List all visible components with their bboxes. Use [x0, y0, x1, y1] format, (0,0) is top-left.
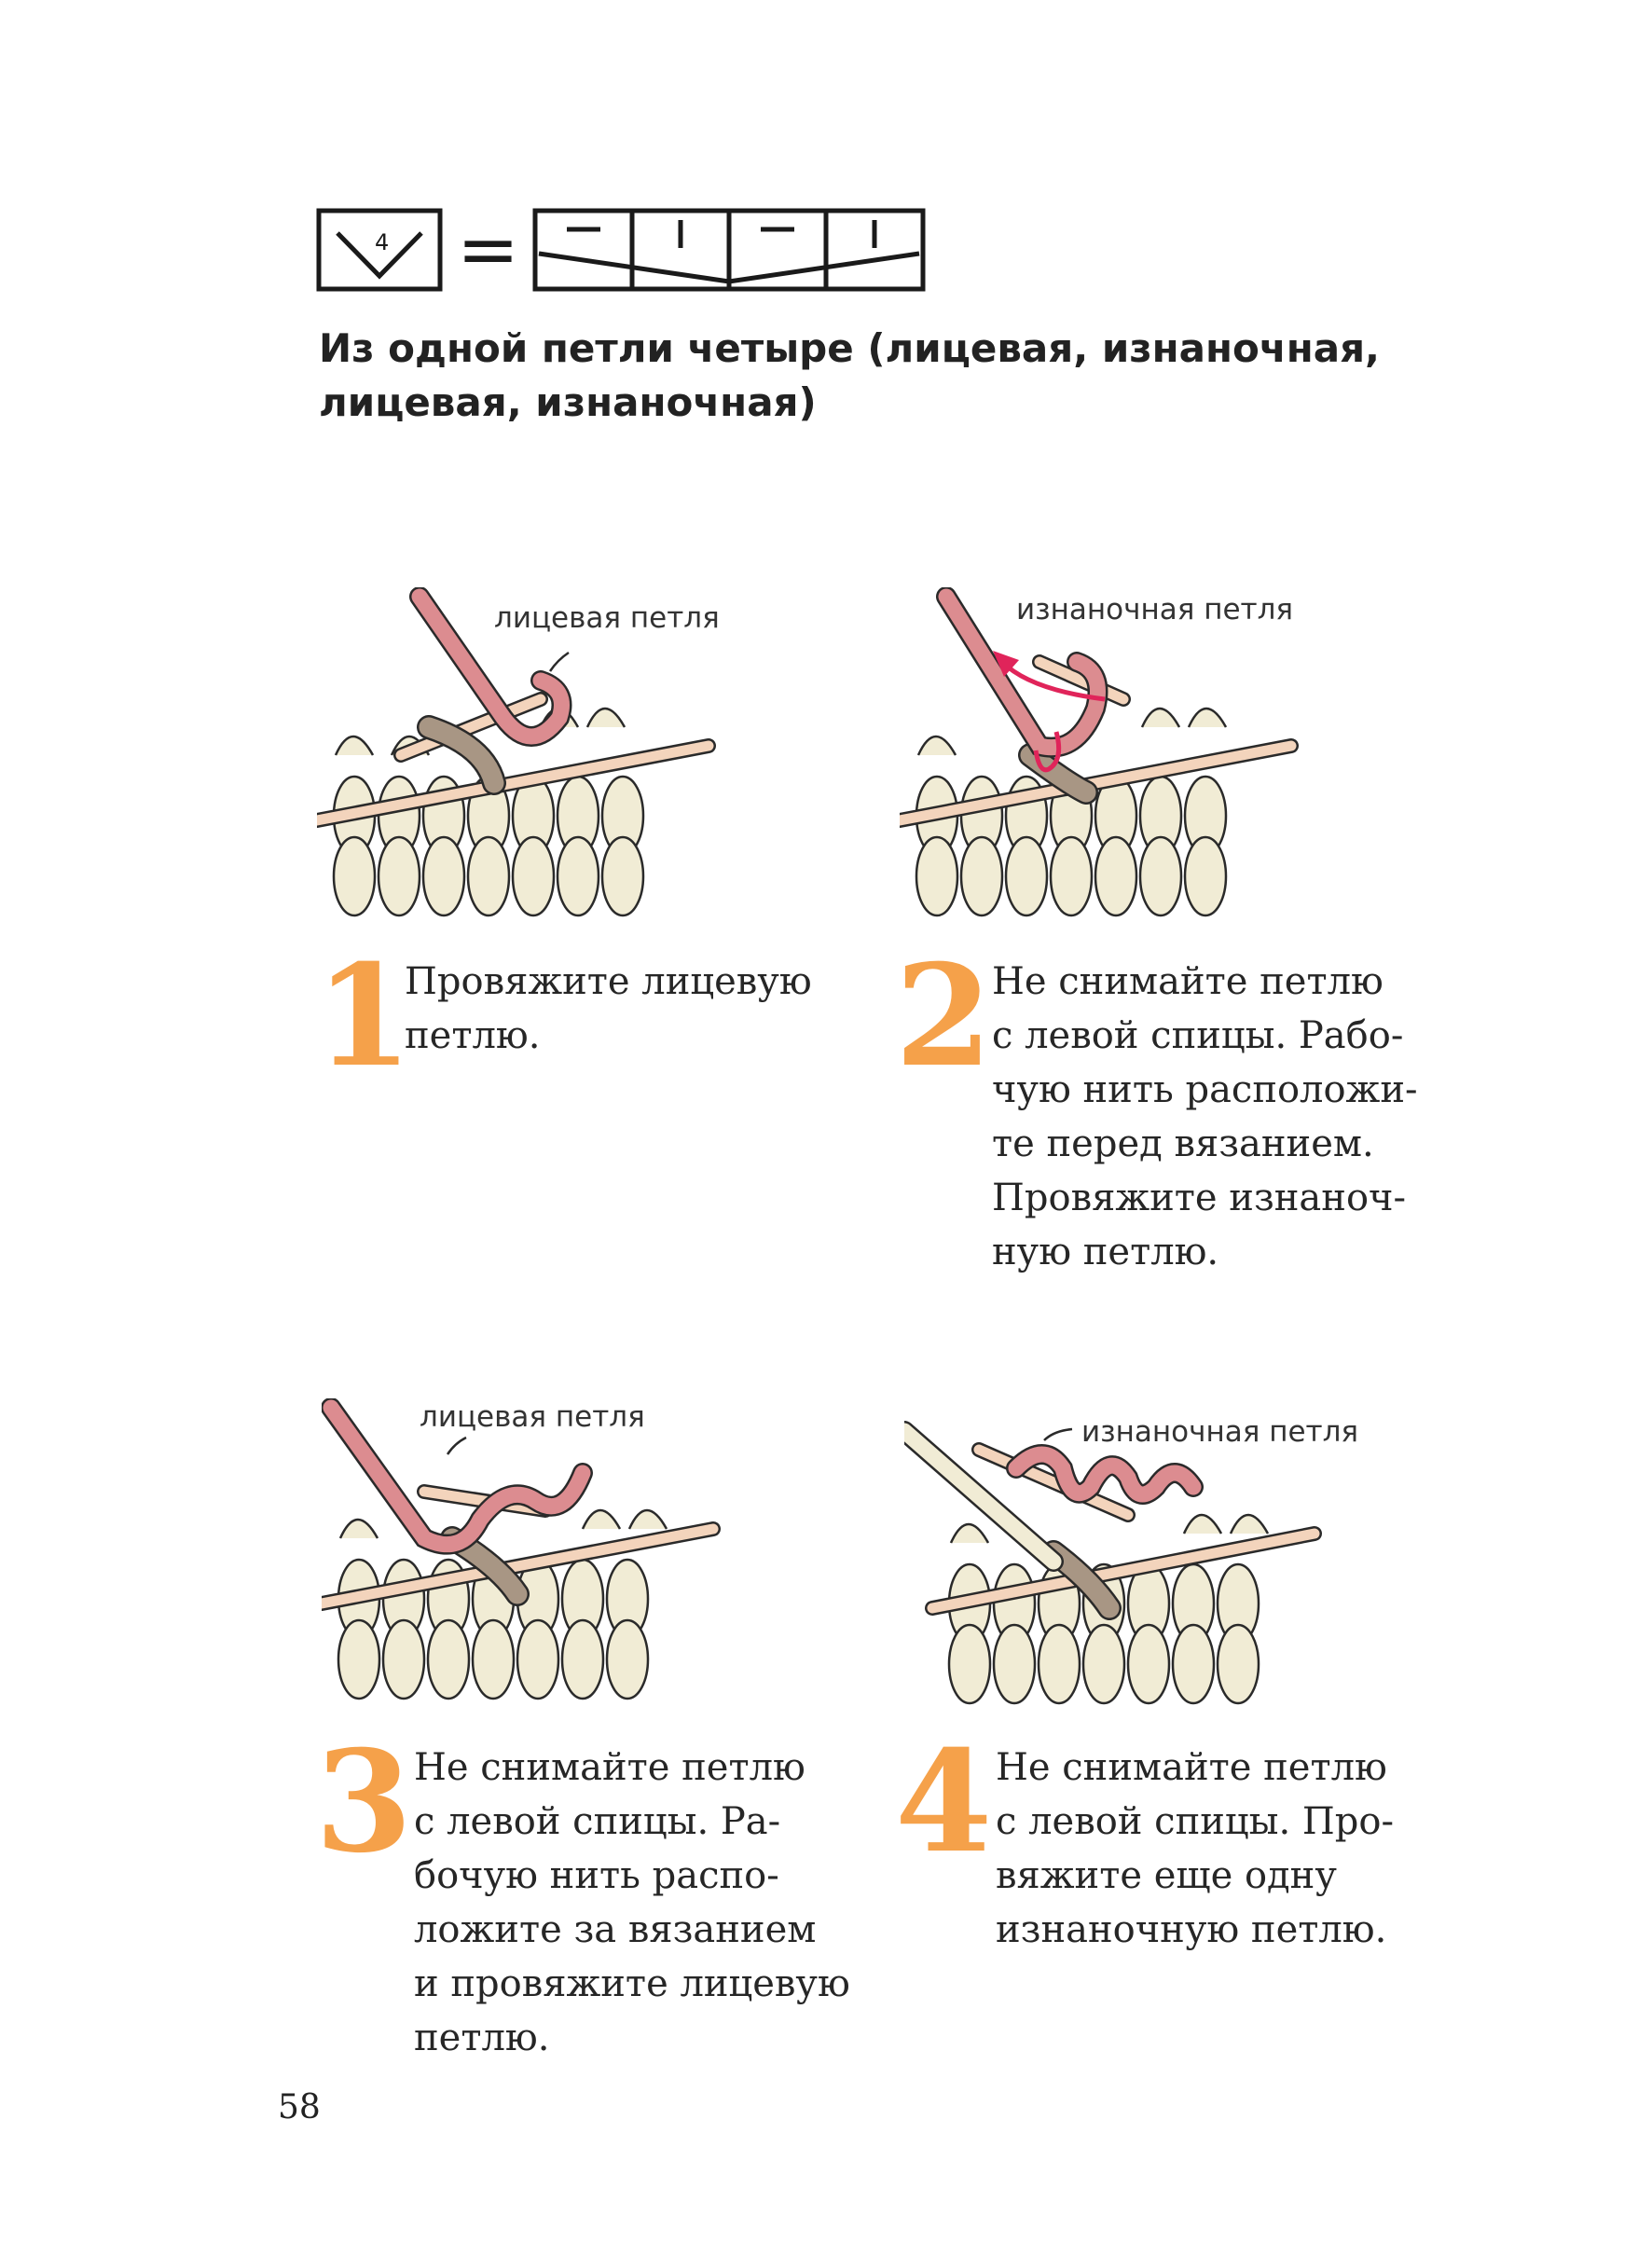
step-3-line: с левой спицы. Ра-	[414, 1800, 781, 1843]
step-3-line: петлю.	[414, 2016, 550, 2059]
equals-sign: =	[457, 206, 519, 293]
step-2-line: ную петлю.	[992, 1231, 1219, 1273]
step-2-illustration	[900, 587, 1299, 932]
chart-symbol: 4 =	[316, 206, 926, 293]
step-3-line: и провяжите лицевую	[414, 1962, 850, 2005]
step-2-line: Не снимайте петлю	[992, 960, 1384, 1003]
step-4-line: изнаночную петлю.	[996, 1908, 1387, 1951]
step-4-number: 4	[895, 1720, 993, 1884]
step-2-line: те перед вязанием.	[992, 1122, 1374, 1165]
step-4-line: Не снимайте петлю	[996, 1746, 1387, 1789]
step-2-number: 2	[895, 934, 993, 1098]
step-1-label: лицевая петля	[494, 601, 720, 635]
step-3-label: лицевая петля	[420, 1400, 645, 1434]
step-1-line: Провяжите лицевую	[405, 960, 812, 1003]
step-3-line: Не снимайте петлю	[414, 1746, 805, 1789]
step-3-line: бочую нить распо-	[414, 1854, 779, 1897]
step-1-line: петлю.	[405, 1014, 541, 1057]
step-2-label: изнаночная петля	[1016, 593, 1294, 626]
step-2-text: Не снимайте петлю с левой спицы. Рабо- ч…	[992, 955, 1418, 1279]
step-3-number: 3	[315, 1720, 413, 1884]
step-4-label: изнаночная петля	[1081, 1415, 1359, 1449]
page-number: 58	[278, 2088, 321, 2126]
step-1-illustration	[317, 587, 716, 932]
step-1-number: 1	[315, 934, 413, 1098]
arrow-icon	[993, 651, 1019, 677]
section-title: Из одной петли четыре (лицевая, изнаночн…	[319, 322, 1438, 430]
title-line-1: Из одной петли четыре (лицевая, изнаночн…	[319, 325, 1380, 371]
step-2-line: с левой спицы. Рабо-	[992, 1014, 1404, 1057]
step-4-illustration	[904, 1421, 1322, 1720]
step-4-line: с левой спицы. Про-	[996, 1800, 1394, 1843]
symbol-cell-number: 4	[375, 229, 389, 255]
step-2-line: чую нить расположи-	[992, 1068, 1418, 1111]
step-3-line: ложите за вязанием	[414, 1908, 817, 1951]
title-line-2: лицевая, изнаночная)	[319, 379, 817, 425]
step-4-text: Не снимайте петлю с левой спицы. Про- вя…	[996, 1741, 1394, 1957]
step-2-line: Провяжите изнаноч-	[992, 1177, 1406, 1219]
step-4-line: вяжите еще одну	[996, 1854, 1337, 1897]
step-1-text: Провяжите лицевую петлю.	[405, 955, 812, 1063]
step-3-text: Не снимайте петлю с левой спицы. Ра- боч…	[414, 1741, 850, 2065]
step-3-illustration	[322, 1398, 721, 1715]
